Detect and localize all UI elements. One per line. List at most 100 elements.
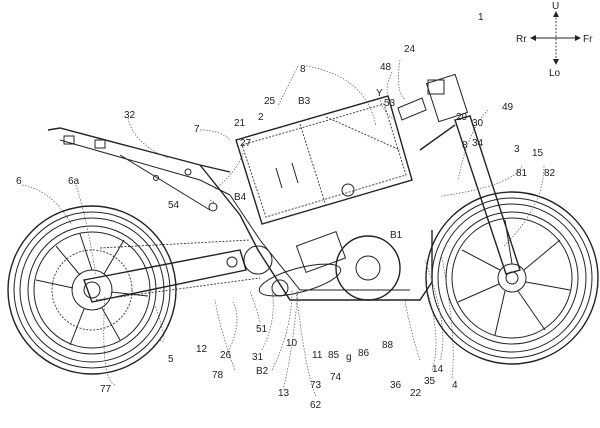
front-rim-inner [451, 217, 573, 339]
leader-27 [213, 149, 245, 191]
ref-label-8-top: 8 [300, 64, 306, 75]
rear-tire-outer [7, 205, 177, 375]
ref-label-2: 2 [258, 112, 264, 123]
leader-32 [127, 117, 169, 159]
drive-chain-upper [99, 239, 251, 249]
ref-label-Y: Y [376, 88, 383, 99]
ref-label-g: g [346, 352, 352, 363]
dir-down-label: Lo [549, 68, 561, 79]
leader-7 [199, 129, 231, 141]
rear-rim-inner [33, 231, 151, 349]
drive-belt [258, 263, 342, 297]
motor-housing [335, 235, 401, 301]
rear-rim [27, 225, 157, 355]
leader-lines [21, 59, 545, 397]
ref-label-8-front: 8 [462, 140, 468, 151]
rail-bracket [94, 139, 106, 149]
ref-label-53: 53 [384, 98, 396, 109]
front-arrow-icon [575, 35, 581, 41]
leader-6a [75, 184, 97, 276]
frame-bolt [184, 168, 192, 176]
ref-label-4: 4 [452, 380, 458, 391]
leader-51 [249, 291, 261, 323]
frame-lower-cradle [199, 164, 433, 301]
drive-pulley [271, 279, 289, 297]
ref-label-54: 54 [168, 200, 180, 211]
battery-divider [325, 116, 401, 151]
ref-label-35: 35 [424, 376, 436, 387]
ref-label-B1: B1 [390, 230, 403, 241]
front-rim [445, 211, 579, 345]
arrow-line [291, 162, 299, 184]
frame-bolt [208, 202, 218, 212]
ref-label-34: 34 [472, 138, 484, 149]
handlebar-grip [397, 97, 427, 121]
ref-label-21: 21 [234, 118, 246, 129]
ref-label-24: 24 [404, 44, 416, 55]
ref-label-B3: B3 [298, 96, 311, 107]
ref-label-77: 77 [100, 384, 112, 395]
leader-B2 [271, 289, 293, 371]
ref-label-27: 27 [240, 138, 252, 149]
drive-chain-lower [95, 277, 261, 301]
leader-26 [227, 301, 238, 353]
battery-box [235, 95, 413, 225]
ref-label-78: 78 [212, 370, 224, 381]
main-frame [199, 124, 456, 301]
battery-terminal [341, 183, 355, 197]
fork-tube [454, 115, 521, 275]
leader-36 [404, 299, 421, 361]
inverter-box [295, 231, 347, 273]
ref-label-3: 3 [514, 144, 520, 155]
front-hub [497, 263, 527, 293]
ref-label-29: 29 [456, 112, 468, 123]
leader-13 [282, 289, 299, 391]
ref-label-36: 36 [390, 380, 402, 391]
leader-6 [21, 184, 73, 226]
rear-arrow-icon [530, 35, 536, 41]
top-clamp [427, 79, 445, 95]
leader-24 [398, 59, 406, 101]
ref-label-74: 74 [330, 372, 342, 383]
seat-rail-upper [47, 127, 231, 173]
leader-8 [277, 65, 299, 107]
ref-label-10: 10 [286, 338, 298, 349]
front-fork [397, 73, 521, 275]
pivot-housing [243, 245, 273, 275]
front-wheel [425, 191, 599, 365]
leader-4 [441, 257, 454, 379]
ref-label-5: 5 [168, 354, 174, 365]
leader-5 [154, 304, 165, 342]
front-tire-line [431, 197, 593, 359]
ref-label-85: 85 [328, 350, 340, 361]
dir-front-label: Fr [583, 34, 593, 45]
motor-center [355, 255, 381, 281]
leader-48 [386, 71, 393, 103]
ref-label-86: 86 [358, 348, 370, 359]
ref-label-82: 82 [544, 168, 556, 179]
front-spokes [457, 219, 571, 336]
ref-label-25: 25 [264, 96, 276, 107]
ref-label-30: 30 [472, 118, 484, 129]
ref-label-13: 13 [278, 388, 290, 399]
ref-label-48: 48 [380, 62, 392, 73]
front-tire-line [437, 203, 587, 353]
ref-label-88: 88 [382, 340, 394, 351]
ref-label-26: 26 [220, 350, 232, 361]
frame-inner [229, 194, 410, 291]
reference-labels: 1 2 3 4 5 6 6a 7 8 8 10 11 12 13 14 15 2… [16, 12, 556, 411]
battery-case-inner [241, 103, 407, 218]
ref-label-15: 15 [532, 148, 544, 159]
ref-label-32: 32 [124, 110, 136, 121]
ref-label-51: 51 [256, 324, 268, 335]
ref-label-22: 22 [410, 388, 422, 399]
ref-label-49: 49 [502, 102, 514, 113]
frame-bolt [153, 175, 159, 181]
rear-tire-line [19, 217, 165, 363]
leader-31 [261, 289, 274, 351]
motor-unit [226, 231, 401, 301]
swing-arm-body [83, 249, 247, 303]
leader-35 [426, 289, 437, 371]
